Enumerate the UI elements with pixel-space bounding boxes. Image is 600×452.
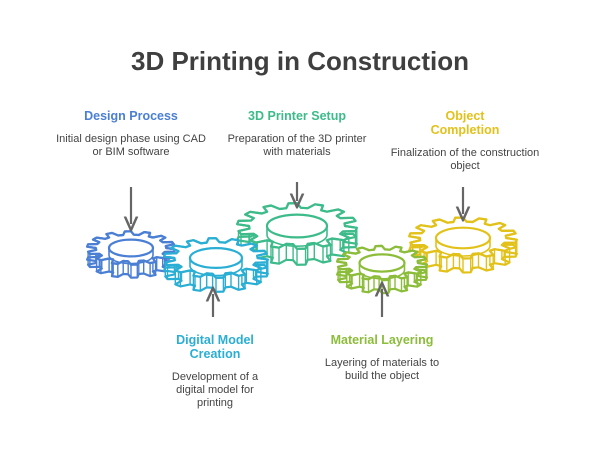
step-digital-model: Digital Model Creation Development of a … (160, 333, 270, 410)
step-title: Digital Model Creation (176, 333, 254, 361)
step-title: Object Completion (430, 109, 500, 137)
gear-material-layering (336, 244, 428, 295)
step-material-layering: Material Layering Layering of materials … (306, 333, 458, 383)
step-printer-setup: 3D Printer Setup Preparation of the 3D p… (221, 109, 373, 159)
step-description: Layering of materials to build the objec… (324, 357, 440, 382)
step-title: Design Process (84, 109, 178, 123)
step-description: Development of a digital model for print… (171, 371, 259, 409)
step-description: Finalization of the construction object (390, 147, 540, 172)
gear-object-completion (408, 216, 518, 274)
step-description: Preparation of the 3D printer with mater… (227, 133, 367, 158)
diagram-title: 3D Printing in Construction (131, 46, 469, 76)
step-design-process: Design Process Initial design phase usin… (55, 109, 207, 159)
gear-digital-model (163, 237, 269, 293)
gear-design-process (85, 230, 176, 279)
step-description: Initial design phase using CAD or BIM so… (56, 133, 206, 158)
step-title: Material Layering (330, 333, 434, 347)
step-title: 3D Printer Setup (248, 109, 346, 123)
step-object-completion: Object Completion Finalization of the co… (391, 109, 540, 173)
